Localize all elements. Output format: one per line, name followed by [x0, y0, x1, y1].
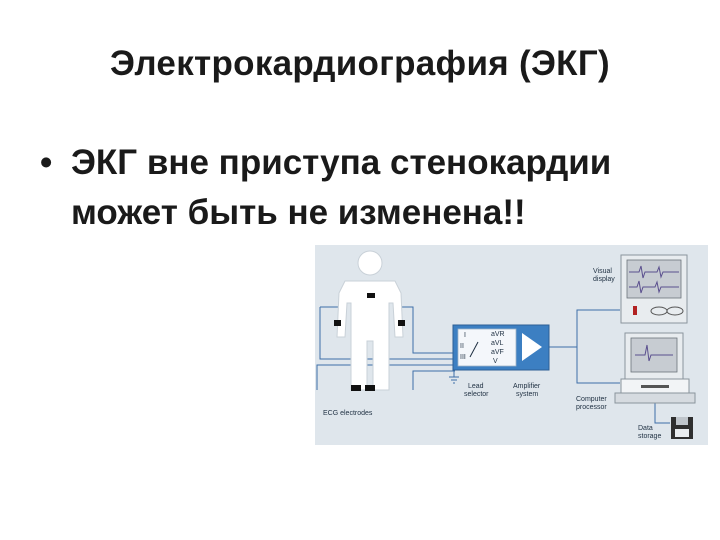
amplifier-triangle-icon [522, 333, 542, 361]
bullet-list: • ЭКГ вне приступа стенокардии может быт… [40, 138, 700, 238]
visual-display-label: Visual [593, 268, 612, 275]
computer-processor-label: processor [576, 404, 607, 411]
human-figure-icon [336, 250, 404, 391]
data-storage-label: Data [638, 425, 653, 432]
electrode-right-arm [334, 320, 341, 326]
lead-selector-label: selector [464, 391, 489, 398]
lead-label: aVF [491, 349, 504, 356]
lead-label: I [464, 332, 466, 339]
bullet-text: ЭКГ вне приступа стенокардии может быть … [71, 143, 612, 232]
ecg-diagram-svg: ECG electrodes I II III aVR aVL aVF V Le… [316, 250, 696, 440]
lead-label: II [460, 343, 464, 350]
lead-selector-label: Lead [468, 383, 484, 390]
computer-processor-label: Computer [576, 396, 607, 403]
ecg-electrodes-label: ECG electrodes [323, 410, 373, 417]
lead-label: aVR [491, 331, 505, 338]
bullet-marker: • [40, 143, 53, 182]
computer-processor-icon [614, 332, 696, 404]
ecg-electrodes [334, 293, 405, 391]
selector-switch-icon [469, 341, 479, 358]
visual-display-monitor-icon [620, 254, 688, 324]
wires [316, 306, 670, 424]
data-storage-label: storage [638, 433, 661, 440]
lead-label: III [460, 354, 466, 361]
slide-title: Электрокардиография (ЭКГ) [110, 44, 610, 83]
visual-display-label: display [593, 276, 615, 283]
amplifier-label: system [516, 391, 538, 398]
lead-selector-unit: I II III aVR aVL aVF V [452, 324, 550, 371]
electrode-chest [367, 293, 375, 298]
floppy-disk-icon [671, 417, 693, 439]
electrode-left-arm [398, 320, 405, 326]
amplifier-label: Amplifier [513, 383, 541, 390]
ecg-system-diagram: ECG electrodes I II III aVR aVL aVF V Le… [315, 245, 708, 445]
lead-label: aVL [491, 340, 504, 347]
electrode-left-leg [365, 385, 375, 391]
lead-label: V [493, 358, 498, 365]
electrode-right-leg [351, 385, 361, 391]
